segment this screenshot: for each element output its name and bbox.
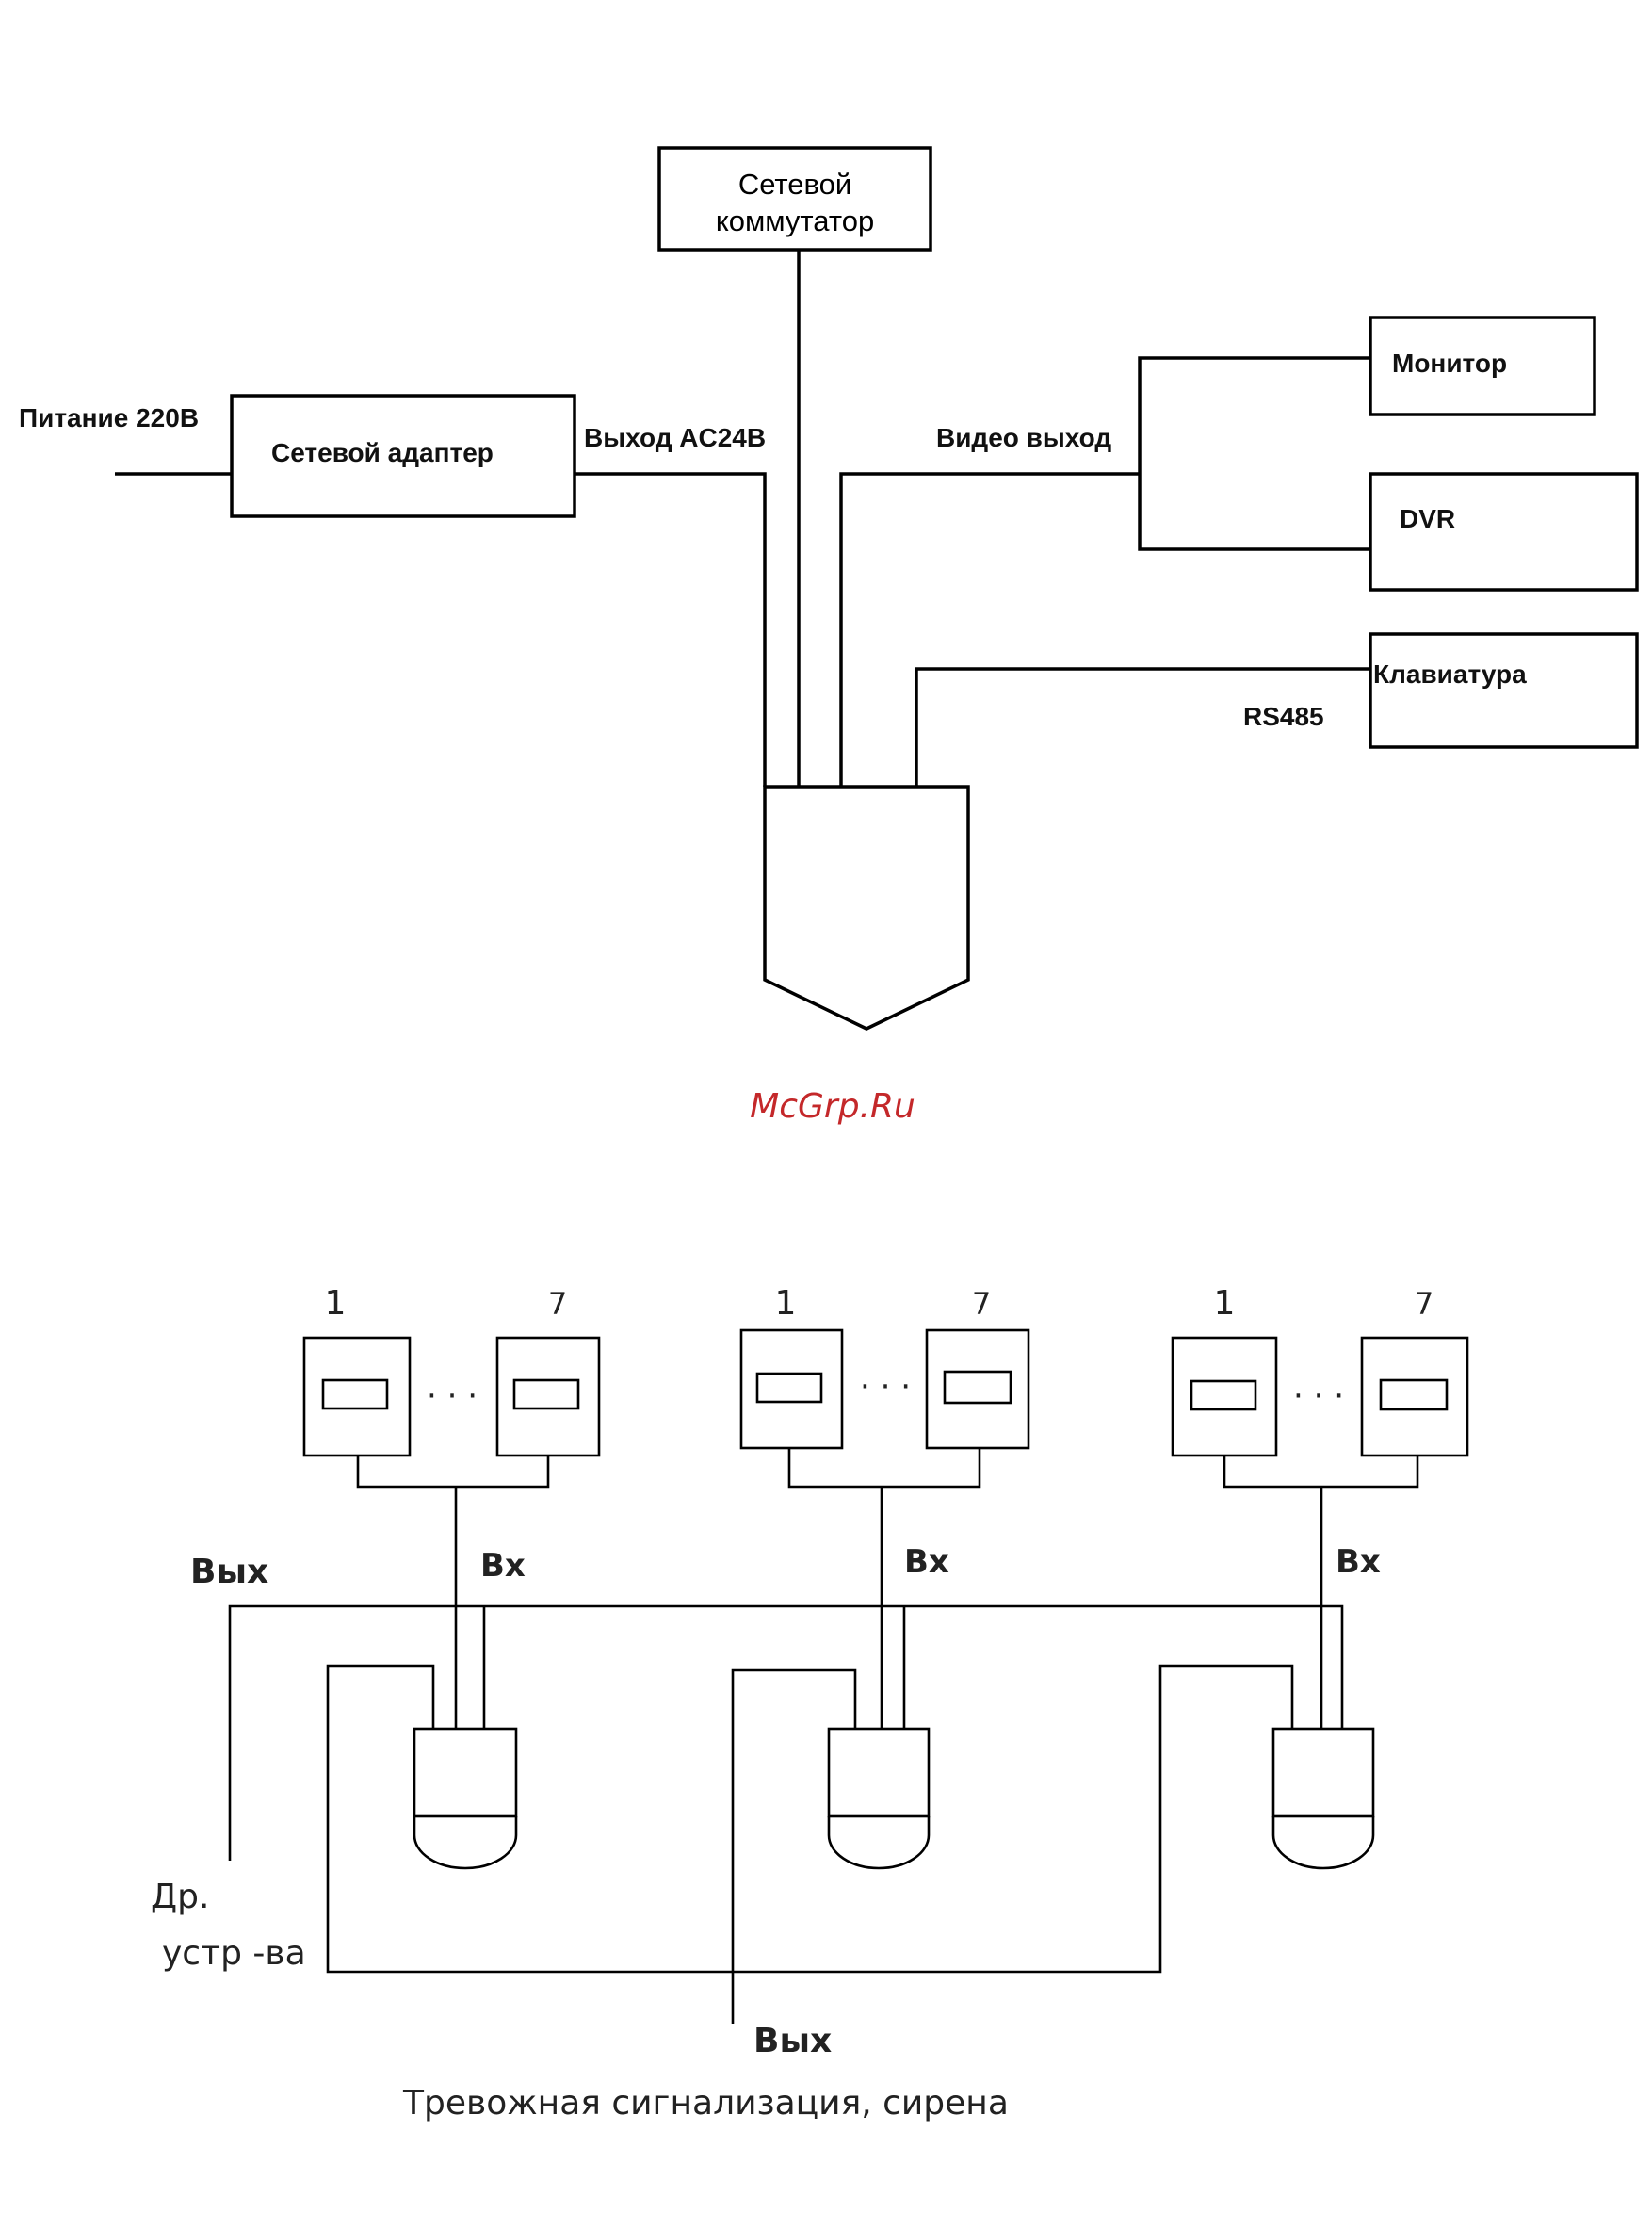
video-out-label: Видео выход — [936, 423, 1111, 452]
keyboard-bus — [358, 1456, 548, 1487]
out-top-label: Вых — [190, 1553, 268, 1591]
keyboard-display — [1381, 1380, 1447, 1409]
top-connection-diagram: Сетевой коммутатор Питание 220В Сетевой … — [19, 148, 1637, 1029]
keyboard-display — [757, 1374, 821, 1402]
keyboard-unit — [304, 1338, 410, 1456]
input-label: Вх — [904, 1543, 949, 1581]
dome-camera-2 — [829, 1729, 929, 1868]
keyboard-ellipsis: · · · — [1293, 1377, 1344, 1415]
camera-body — [829, 1729, 929, 1816]
keyboard-group-3: 1 7 · · · Вх — [1173, 1284, 1467, 1581]
power-label: Питание 220В — [19, 403, 199, 432]
keyboard-index-first: 1 — [325, 1284, 347, 1323]
keyboard-group-2: 1 7 · · · Вх — [741, 1284, 1028, 1581]
keyboard-unit — [927, 1330, 1028, 1448]
keyboard-ellipsis: · · · — [427, 1377, 478, 1415]
camera-body — [414, 1729, 516, 1816]
keyboard-display — [323, 1380, 387, 1408]
rs485-label: RS485 — [1243, 702, 1324, 731]
keyboard-index-last: 7 — [548, 1286, 567, 1322]
dvr-label: DVR — [1400, 504, 1455, 533]
camera-dome — [414, 1816, 516, 1868]
dome-camera-3 — [1273, 1729, 1373, 1868]
keyboard-display — [514, 1380, 578, 1408]
dome-camera-top — [765, 787, 968, 1029]
out-bottom-label: Вых — [753, 2022, 832, 2060]
keyboard-index-first: 1 — [775, 1284, 797, 1323]
input-label: Вх — [480, 1547, 526, 1585]
watermark-text: McGrp.Ru — [750, 1087, 915, 1126]
camera-body — [1273, 1729, 1373, 1816]
network-switch-label-line1: Сетевой — [738, 168, 851, 201]
camera-dome — [1273, 1816, 1373, 1868]
keyboard-display — [1191, 1381, 1255, 1409]
keyboard-display — [945, 1372, 1011, 1403]
keyboard-group-1: 1 7 · · · Вх — [304, 1284, 599, 1585]
keyboard-ellipsis: · · · — [860, 1368, 911, 1406]
keyboard-unit — [497, 1338, 599, 1456]
keyboard-unit — [1173, 1338, 1276, 1456]
camera-dome — [829, 1816, 929, 1868]
bottom-cascade-diagram: 1 7 · · · Вх 1 7 · · · Вх 1 7 — [151, 1284, 1467, 2123]
keyboard-bus — [789, 1448, 980, 1487]
monitor-label: Монитор — [1392, 349, 1507, 378]
keyboard-box — [1370, 634, 1637, 747]
keyboard-index-first: 1 — [1214, 1284, 1236, 1323]
ac-power-line — [575, 474, 765, 787]
ac-out-label: Выход AC24В — [584, 423, 766, 452]
other-devices-label-line1: Др. — [151, 1878, 209, 1916]
keyboard-index-last: 7 — [1415, 1286, 1433, 1322]
keyboard-label: Клавиатура — [1373, 659, 1527, 689]
alarm-label: Тревожная сигнализация, сирена — [402, 2084, 1009, 2123]
video-split-bracket — [1140, 358, 1370, 549]
network-adapter-label: Сетевой адаптер — [271, 438, 494, 467]
network-switch-label-line2: коммутатор — [716, 204, 874, 237]
video-line — [841, 474, 1140, 787]
output-bus — [230, 1606, 1342, 1861]
input-label: Вх — [1336, 1543, 1381, 1581]
keyboard-unit — [1362, 1338, 1467, 1456]
dome-camera-1 — [414, 1729, 516, 1868]
alarm-loop — [328, 1666, 1292, 1972]
keyboard-index-last: 7 — [972, 1286, 991, 1322]
other-devices-label-line2: устр -ва — [162, 1934, 306, 1973]
keyboard-bus — [1224, 1456, 1417, 1487]
